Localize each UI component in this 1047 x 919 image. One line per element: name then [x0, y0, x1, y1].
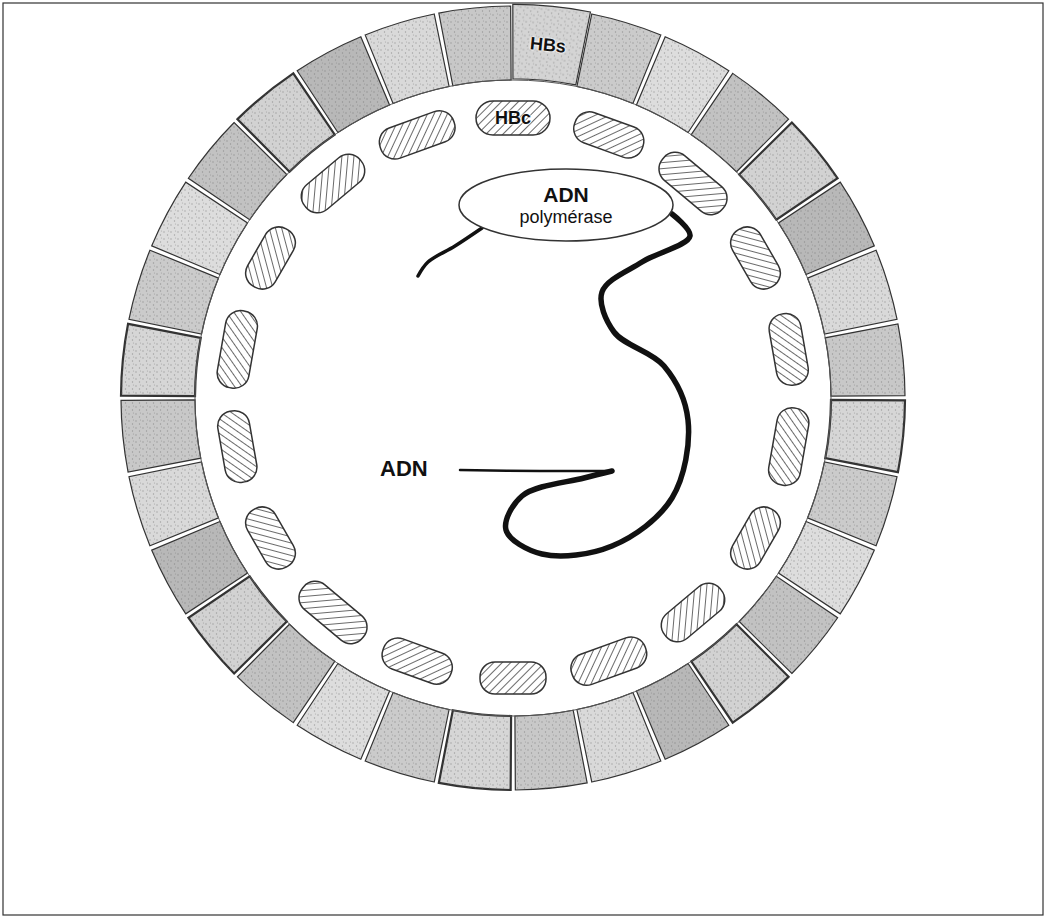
- envelope-ring: [121, 6, 905, 790]
- capsid-protein: [725, 501, 786, 574]
- envelope-texture: [121, 401, 200, 470]
- polymerase-ellipse: [459, 169, 673, 241]
- capsid-protein-box: HBc: [476, 101, 550, 135]
- envelope-texture: [440, 6, 509, 85]
- capsid-protein: [567, 633, 651, 690]
- envelope-texture: [516, 710, 585, 789]
- envelope-texture: [121, 325, 200, 394]
- capsid-protein: [655, 577, 731, 648]
- node-text: HBc: [495, 108, 531, 129]
- envelope-segment: [121, 400, 201, 472]
- capsid-protein: [378, 634, 457, 689]
- capsid-protein: [725, 221, 786, 294]
- envelope-texture: [440, 710, 509, 789]
- envelope-segment: [825, 400, 905, 472]
- dna-strands: [418, 214, 690, 556]
- capsid-protein: [766, 405, 811, 487]
- dna-double-strand: [506, 214, 691, 556]
- envelope-inner-edge: [195, 80, 831, 716]
- capsid-protein: [240, 501, 301, 574]
- envelope-segment: [121, 324, 201, 396]
- capsid-protein: [476, 101, 550, 135]
- dna-strand-end: [418, 228, 482, 276]
- capsid-protein: [375, 107, 459, 164]
- frame: [3, 3, 1043, 915]
- envelope-texture: [506, 2, 591, 85]
- envelope-texture: [825, 401, 904, 470]
- node-text: polymérase: [519, 207, 612, 228]
- envelope-segment: [439, 6, 511, 86]
- capsid-ring: [215, 107, 811, 694]
- part-label: ADN: [380, 456, 428, 481]
- capsid-protein: [215, 308, 260, 390]
- envelope-segment: [515, 710, 587, 790]
- capsid-protein: [215, 408, 259, 484]
- node-text: HBs: [529, 33, 567, 57]
- capsid-protein: [569, 108, 648, 163]
- envelope-protein-box: HBs: [506, 4, 591, 85]
- node-text: ADN: [543, 183, 589, 207]
- polymerase-ellipse: ADNpolymérase: [458, 168, 674, 242]
- capsid-protein: [295, 148, 371, 219]
- envelope-segment: [825, 324, 905, 396]
- capsid-protein: [293, 575, 373, 650]
- capsid-protein: [480, 662, 546, 694]
- capsid-protein: [240, 221, 301, 294]
- dna-single-strand: [460, 470, 612, 471]
- capsid-protein: [767, 311, 811, 387]
- envelope-segment: [506, 2, 591, 85]
- envelope-segment: [439, 710, 511, 790]
- envelope-texture: [825, 325, 904, 394]
